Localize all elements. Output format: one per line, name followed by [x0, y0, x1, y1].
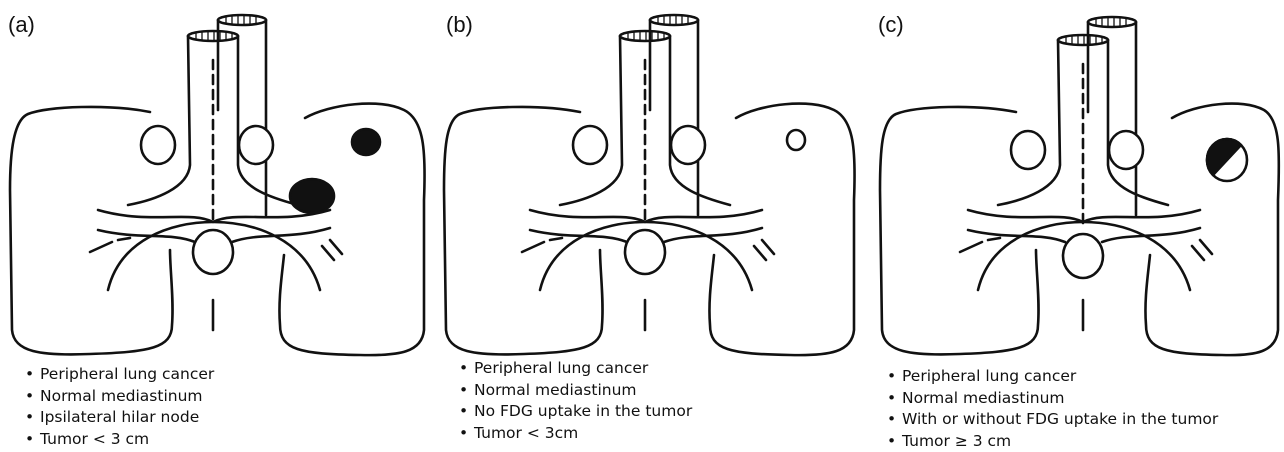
trachea-rear-opening — [218, 15, 266, 25]
left-paratracheal-node — [1109, 131, 1143, 169]
left-paratracheal-node — [239, 126, 273, 164]
criteria-list: Peripheral lung cancer Normal mediastinu… — [456, 358, 692, 444]
tumor — [352, 129, 380, 155]
trachea-rear — [1088, 22, 1136, 215]
left-paratracheal-node — [671, 126, 705, 164]
criteria-list: Peripheral lung cancer Normal mediastinu… — [22, 364, 214, 450]
left-lung — [1145, 104, 1278, 356]
tumor — [787, 130, 805, 150]
subcarinal-node — [193, 230, 233, 274]
list-item: Peripheral lung cancer — [884, 366, 1218, 388]
trachea-rear-opening — [1088, 17, 1136, 27]
panel-c: (c) Peripheral lung cancer Normal medias — [872, 0, 1284, 450]
list-item: No FDG uptake in the tumor — [456, 401, 692, 423]
trachea-rear — [650, 20, 698, 215]
right-hilar-node — [573, 126, 607, 164]
list-item: Peripheral lung cancer — [22, 364, 214, 386]
subcarinal-node — [1063, 234, 1103, 278]
criteria-list: Peripheral lung cancer Normal mediastinu… — [884, 366, 1218, 452]
left-lung — [709, 104, 854, 356]
list-item: Normal mediastinum — [456, 380, 692, 402]
panel-b: (b) Peripheral lung cancer Normal medias… — [440, 0, 860, 450]
panel-a: (a) — [0, 0, 430, 450]
right-hilar-node — [1011, 131, 1045, 169]
ipsilateral-hilar-node — [290, 179, 334, 213]
list-item: Ipsilateral hilar node — [22, 407, 214, 429]
trachea-rear — [218, 20, 266, 215]
right-hilar-node — [141, 126, 175, 164]
list-item: Normal mediastinum — [22, 386, 214, 408]
list-item: Tumor ≥ 3 cm — [884, 431, 1218, 452]
list-item: Normal mediastinum — [884, 388, 1218, 410]
subcarinal-node — [625, 230, 665, 274]
list-item: Peripheral lung cancer — [456, 358, 692, 380]
list-item: Tumor < 3cm — [456, 423, 692, 445]
list-item: With or without FDG uptake in the tumor — [884, 409, 1218, 431]
trachea-rear-opening — [650, 15, 698, 25]
list-item: Tumor < 3 cm — [22, 429, 214, 451]
